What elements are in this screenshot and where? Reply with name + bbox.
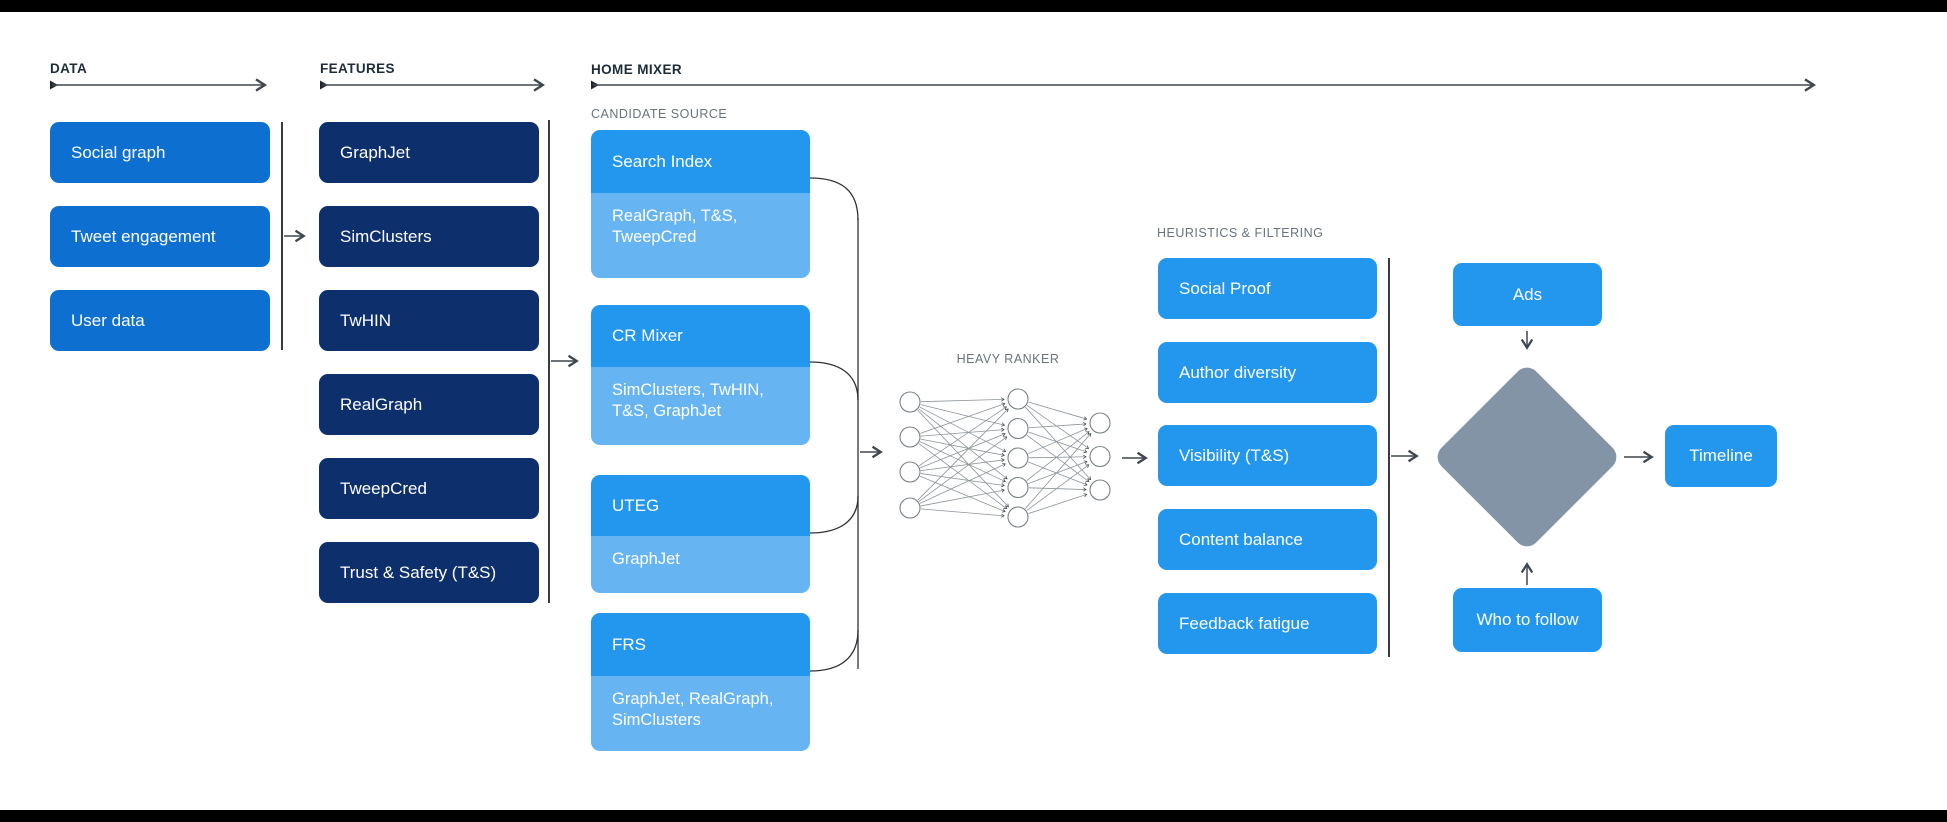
ads-box: Ads: [1453, 263, 1602, 326]
network-node: [899, 391, 921, 413]
network-node: [1007, 417, 1029, 440]
network-node: [1089, 412, 1111, 434]
candidate-box-title: Search Index: [591, 130, 810, 193]
heuristic-box-content-balance: Content balance: [1158, 509, 1377, 570]
feature-box-realgraph: RealGraph: [319, 374, 539, 435]
network-node: [899, 461, 921, 483]
curve-cr-mixer: [809, 361, 859, 401]
candidate-box-frs: FRS GraphJet, RealGraph, SimClusters: [591, 613, 810, 751]
who-to-follow-box: Who to follow: [1453, 588, 1602, 652]
candidate-box-sources: GraphJet: [591, 536, 810, 593]
candidate-box-sources: RealGraph, T&S, TweepCred: [591, 193, 810, 278]
heuristic-box-social-proof: Social Proof: [1158, 258, 1377, 319]
header-arrow-home-mixer: [591, 78, 1817, 92]
network-node: [1089, 445, 1111, 468]
heuristic-box-feedback-fatigue: Feedback fatigue: [1158, 593, 1377, 654]
bottom-frame-bar: [0, 810, 1947, 822]
network-node: [899, 497, 921, 519]
network-node: [1089, 479, 1111, 501]
candidate-box-uteg: UTEG GraphJet: [591, 475, 810, 593]
curve-uteg: [809, 495, 859, 534]
heuristic-box-author-diversity: Author diversity: [1158, 342, 1377, 403]
candidate-box-sources: SimClusters, TwHIN, T&S, GraphJet: [591, 367, 810, 445]
mixing-diamond-label: Mixing: [1502, 446, 1552, 465]
neural-network-illustration: [899, 388, 1111, 528]
network-node: [1007, 476, 1029, 499]
timeline-box: Timeline: [1665, 425, 1777, 487]
subheader-heavy-ranker: HEAVY RANKER: [956, 352, 1060, 366]
network-node: [1007, 388, 1029, 410]
top-frame-bar: [0, 0, 1947, 12]
section-header-home-mixer: HOME MIXER: [591, 62, 683, 77]
candidate-box-title: FRS: [591, 613, 810, 676]
curve-search-index: [809, 177, 859, 221]
network-node: [899, 426, 921, 448]
curve-frs: [809, 629, 859, 672]
data-box-social-graph: Social graph: [50, 122, 270, 183]
feature-box-tweepcred: TweepCred: [319, 458, 539, 519]
candidate-box-title: UTEG: [591, 475, 810, 536]
subheader-candidate-source: CANDIDATE SOURCE: [591, 107, 728, 121]
candidate-box-sources: GraphJet, RealGraph, SimClusters: [591, 676, 810, 751]
header-arrow-features: [320, 78, 546, 92]
section-header-data: DATA: [50, 61, 88, 76]
data-box-user-data: User data: [50, 290, 270, 351]
section-header-features: FEATURES: [320, 61, 395, 76]
data-box-tweet-engagement: Tweet engagement: [50, 206, 270, 267]
network-node: [1007, 506, 1029, 528]
feature-box-twhin: TwHIN: [319, 290, 539, 351]
feature-box-simclusters: SimClusters: [319, 206, 539, 267]
header-arrow-data: [50, 78, 268, 92]
candidate-box-search-index: Search Index RealGraph, T&S, TweepCred: [591, 130, 810, 278]
subheader-heuristics-filtering: HEURISTICS & FILTERING: [1157, 226, 1324, 240]
feature-box-graphjet: GraphJet: [319, 122, 539, 183]
candidate-box-title: CR Mixer: [591, 305, 810, 367]
candidate-box-cr-mixer: CR Mixer SimClusters, TwHIN, T&S, GraphJ…: [591, 305, 810, 445]
feature-box-trust-safety: Trust & Safety (T&S): [319, 542, 539, 603]
candidate-merge-connector: [809, 177, 859, 672]
heuristic-box-visibility: Visibility (T&S): [1158, 425, 1377, 486]
network-node: [1007, 447, 1029, 469]
